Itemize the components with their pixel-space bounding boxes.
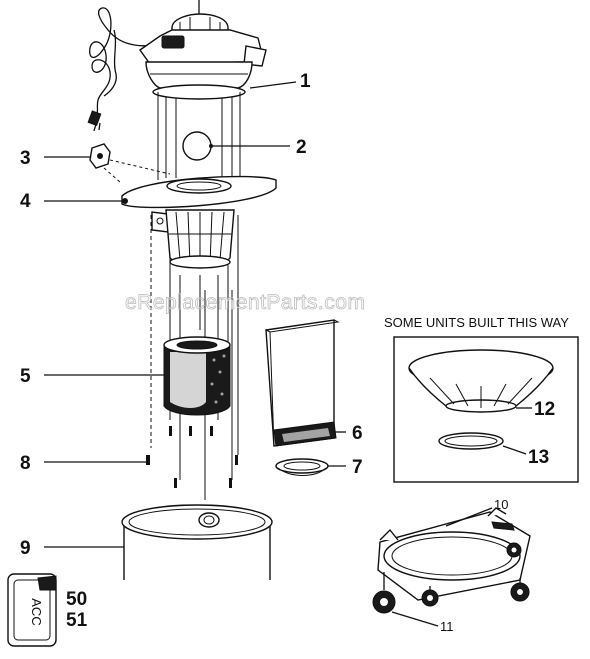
callout-7: 7 [352,457,363,478]
cartridge-filter [44,336,231,416]
callout-50: 50 [66,589,87,610]
float-ball [182,131,290,161]
watermark: eReplacementParts.com [125,291,365,314]
band-clamp [275,458,346,476]
screws [169,426,238,488]
callout-9: 9 [20,538,31,559]
callout-6: 6 [352,423,363,444]
caster-dolly [372,507,531,627]
callout-11: 11 [440,619,454,634]
callout-4: 4 [20,191,31,212]
pin [44,455,150,465]
tank [44,504,273,580]
callout-51: 51 [66,610,88,631]
accessory-label-text: ACC [29,598,44,625]
inset-note: SOME UNITS BUILT THIS WAY [384,315,569,330]
inset-box: SOME UNITS BUILT THIS WAY [384,315,579,483]
caster-wheels [372,542,530,614]
power-head [139,0,267,100]
callout-numbers: 1 2 3 4 5 6 7 8 9 10 11 12 13 50 51 [20,71,555,634]
filter-bag [265,319,346,447]
accessory-label: ACC [7,573,57,647]
callout-1: 1 [300,71,311,92]
callout-12: 12 [534,399,555,420]
callout-10: 10 [494,497,508,512]
power-cord [87,7,171,132]
callout-13: 13 [528,447,549,468]
callout-3: 3 [20,148,31,169]
tank-lid [44,175,277,269]
callout-8: 8 [20,453,31,474]
callout-5: 5 [20,366,31,387]
latch-clip [44,143,171,183]
callout-2: 2 [296,137,307,158]
